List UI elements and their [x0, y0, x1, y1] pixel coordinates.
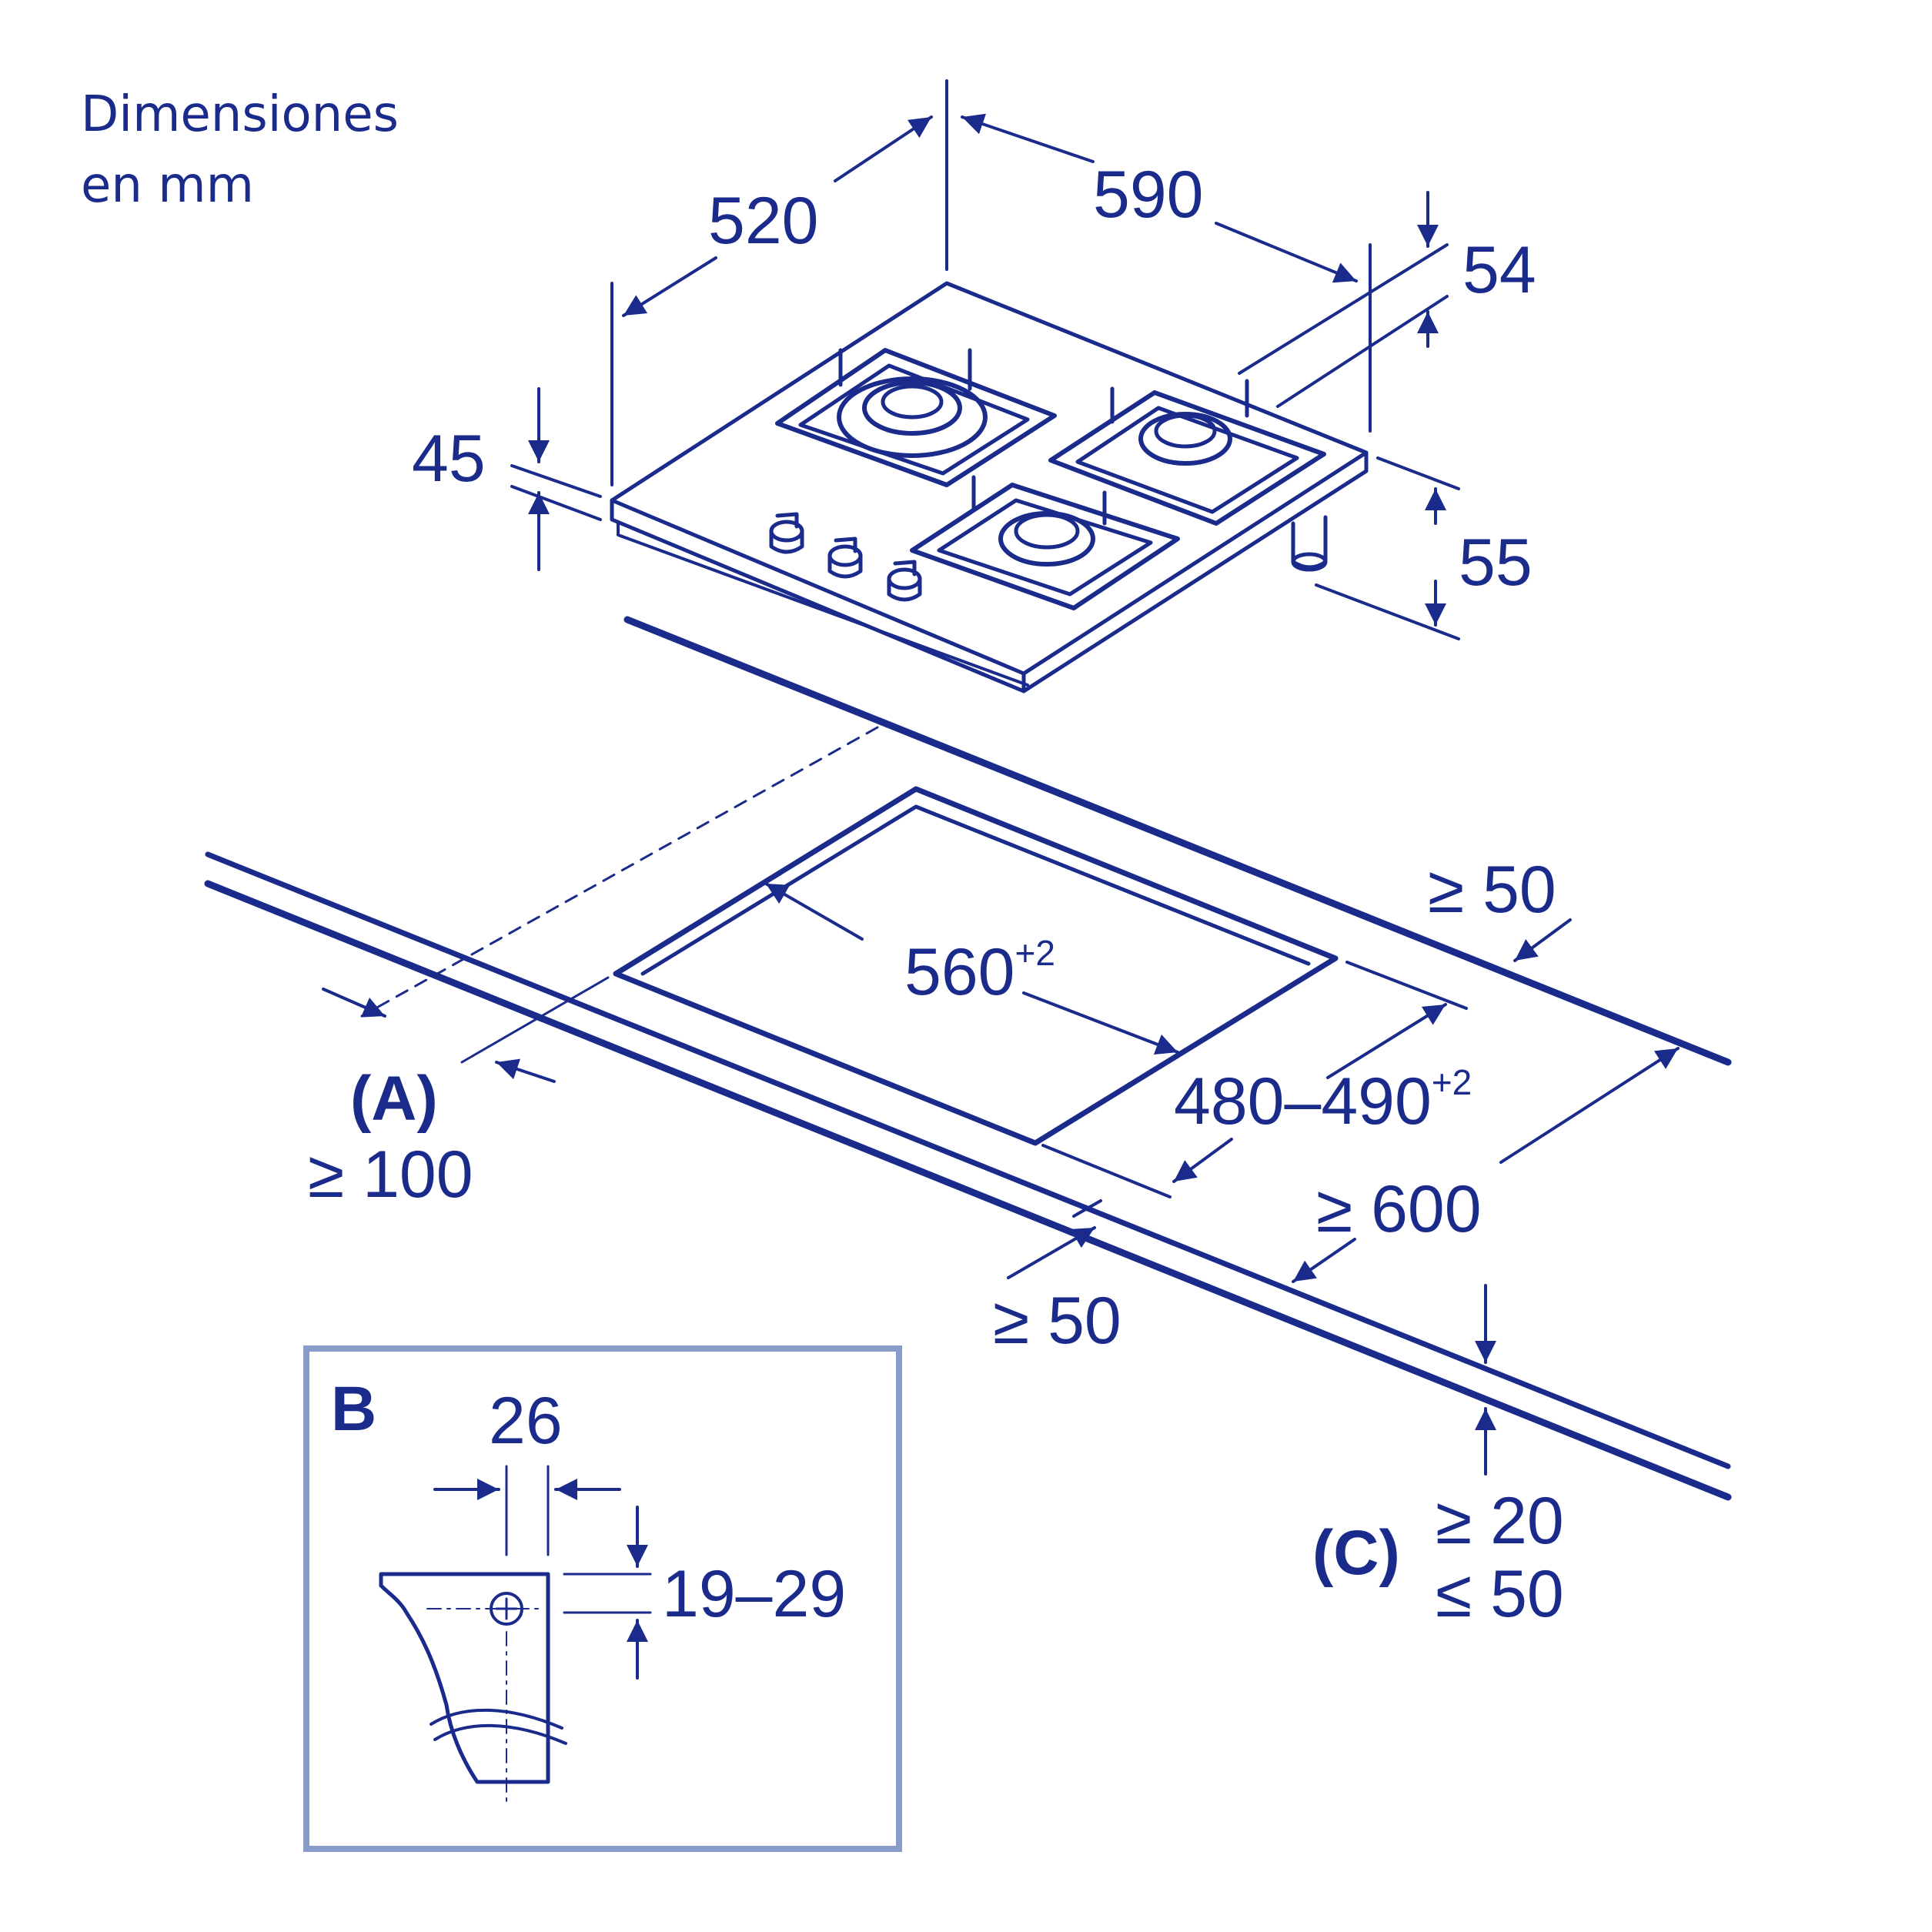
hob-dimensions: [510, 79, 1460, 640]
dim-c-min: ≥ 20: [1436, 1484, 1564, 1558]
label-a: (A): [350, 1064, 438, 1134]
detail-b-panel: [303, 1345, 902, 1852]
burner-front-icon: [998, 511, 1095, 567]
cutout-depth-value: 480–490: [1174, 1065, 1432, 1138]
pan-support-front: [910, 475, 1180, 610]
dim-b-width: 26: [489, 1384, 563, 1458]
dim-width: 590: [1093, 158, 1204, 232]
pan-support-wok: [775, 348, 1057, 487]
cutout-outline: [613, 786, 1339, 1146]
worktop-front-edge-bottom: [204, 880, 1732, 1501]
dim-rear-clearance: ≥ 50: [1428, 853, 1556, 927]
dim-front-clearance: ≥ 50: [993, 1284, 1121, 1358]
worktop-front-edge-top: [205, 851, 1731, 1469]
burner-rear-icon: [1138, 412, 1232, 466]
dim-depth: 520: [708, 184, 819, 258]
dim-gas-inlet: 54: [1462, 233, 1536, 307]
label-c: (C): [1312, 1518, 1400, 1588]
knob-3-icon: [887, 560, 922, 602]
dim-b-height: 19–29: [662, 1557, 846, 1631]
dim-height-below: 55: [1459, 526, 1533, 600]
pan-support-rear: [1048, 379, 1326, 526]
worktop-side-line: [360, 726, 879, 1018]
control-knobs: [769, 512, 922, 602]
hob-drawing: [610, 281, 1369, 694]
worktop-rear-edge: [623, 616, 1732, 1066]
bracket-profile: [379, 1572, 550, 1784]
heading-line-2: en mm: [81, 157, 254, 214]
detail-b-frame: [303, 1345, 902, 1852]
label-b: B: [331, 1374, 376, 1444]
cutout-width-value: 560: [904, 935, 1015, 1009]
dim-a-clearance: ≥ 100: [308, 1138, 473, 1212]
dim-c-max: ≤ 50: [1436, 1557, 1564, 1631]
burner-wok-inner-icon: [862, 380, 962, 436]
gas-inlet-icon: [1291, 515, 1328, 572]
hob-base: [617, 520, 1029, 687]
knob-2-icon: [827, 536, 863, 579]
dim-cutout-depth: 480–490+2: [1174, 1062, 1472, 1138]
hob-side-edge: [1021, 450, 1369, 694]
hob-top-surface: [610, 281, 1369, 676]
cutout-dimensions: [764, 882, 1468, 1198]
dim-glass-height: 45: [412, 422, 486, 496]
knob-1-icon: [769, 512, 804, 554]
cutout-width-tolerance: +2: [1015, 933, 1055, 973]
clearance-dimensions: [322, 918, 1680, 1476]
worktop: [204, 616, 1732, 1501]
burner-wok-outer-icon: [837, 376, 988, 458]
heading-line-1: Dimensiones: [81, 86, 399, 143]
cutout-depth-tolerance: +2: [1432, 1062, 1472, 1102]
cutout-inner-edge: [640, 804, 1311, 976]
dim-cutout-width: 560+2: [904, 933, 1055, 1009]
dim-side-clearance: ≥ 600: [1316, 1172, 1482, 1246]
